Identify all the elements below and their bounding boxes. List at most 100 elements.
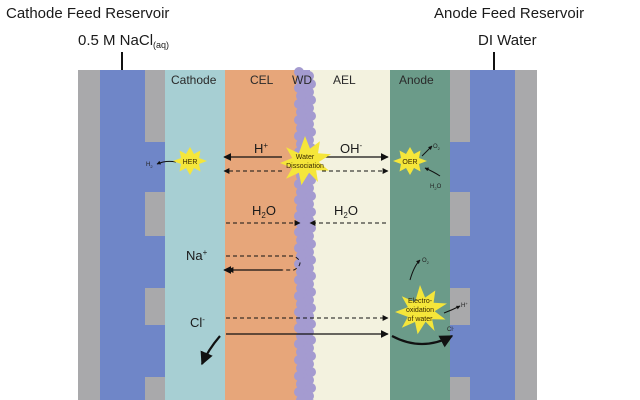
wd-catalyst-bead	[304, 71, 314, 81]
wd-catalyst-bead	[294, 371, 304, 381]
cl-minus-exit-arrow	[200, 335, 221, 366]
wd-catalyst-bead	[294, 227, 304, 237]
layer-label-wd: WD	[292, 73, 312, 87]
wd-catalyst-bead	[306, 239, 316, 249]
layer-label-anode: Anode	[399, 73, 434, 87]
electro-oxidation-label-line3: of water	[408, 316, 434, 323]
wd-catalyst-bead	[294, 211, 304, 221]
wd-catalyst-bead	[304, 375, 314, 385]
layer-label-cel: CEL	[250, 73, 274, 87]
wd-catalyst-bead	[306, 319, 316, 329]
wd-catalyst-bead	[296, 75, 306, 85]
left-end-plate	[78, 70, 100, 400]
layer-label-cathode: Cathode	[171, 73, 217, 87]
anode-reservoir-feed: DI Water	[478, 32, 537, 49]
h-plus-electro-oxidation-arrow	[443, 305, 461, 314]
wd-catalyst-bead	[296, 235, 306, 245]
her-star	[173, 147, 207, 175]
wd-catalyst-bead	[294, 387, 304, 397]
o2-electro-oxidation-arrow	[409, 259, 421, 281]
wd-catalyst-bead	[296, 379, 306, 389]
wd-catalyst-bead	[304, 343, 314, 353]
wd-catalyst-bead	[304, 87, 314, 97]
cathode-reservoir-title: Cathode Feed Reservoir	[6, 5, 169, 22]
wd-catalyst-bead	[294, 275, 304, 285]
wd-catalyst-bead	[294, 291, 304, 301]
wd-catalyst-bead	[306, 175, 316, 185]
h-plus-ox-label: H+	[461, 301, 468, 309]
wd-catalyst-bead	[294, 307, 304, 317]
oer-star	[393, 147, 427, 175]
o2-from-oer-arrow	[421, 145, 433, 157]
wd-catalyst-bead	[294, 67, 304, 77]
wd-catalyst-bead	[296, 187, 306, 197]
water-dissociation-label-line1: Water	[296, 154, 315, 161]
wd-catalyst-bead	[306, 383, 316, 393]
o2-oer-label: O2	[433, 144, 441, 151]
wd-catalyst-bead	[306, 255, 316, 265]
h2o-cel-label: H2O	[252, 203, 276, 220]
wd-catalyst-bead	[306, 351, 316, 361]
electro-oxidation-label-line1: Electro-	[408, 298, 433, 305]
wd-catalyst-bead	[304, 199, 314, 209]
cathode-reservoir-concentration: 0.5 M NaCl(aq)	[78, 32, 169, 50]
oh-minus-label: OH-	[340, 141, 363, 156]
wd-catalyst-bead	[306, 367, 316, 377]
wd-catalyst-bead	[294, 339, 304, 349]
water-dissociation-star	[280, 136, 331, 186]
cathode-flow-tab-2	[145, 236, 165, 288]
wd-catalyst-bead	[294, 115, 304, 125]
na-plus-crossover-dashed-arrow	[226, 255, 301, 273]
cel-layer	[225, 70, 300, 400]
wd-catalyst-bead	[306, 95, 316, 105]
h2o-to-oer-arrow	[424, 167, 441, 177]
right-end-plate	[515, 70, 537, 400]
na-plus-label: Na+	[186, 248, 208, 263]
wd-catalyst-bead	[304, 263, 314, 273]
cathode-flow-tab-3	[145, 325, 165, 377]
wd-catalyst-bead	[306, 303, 316, 313]
wd-catalyst-bead	[294, 259, 304, 269]
wd-catalyst-bead	[304, 391, 314, 400]
oer-label: OER	[402, 159, 417, 166]
wd-catalyst-bead	[304, 231, 314, 241]
wd-catalyst-bead	[296, 123, 306, 133]
h-plus-label: H+	[254, 141, 268, 156]
wd-catalyst-bead	[306, 127, 316, 137]
cathode-flow-tab-1	[145, 142, 165, 192]
electro-oxidation-star	[395, 285, 447, 335]
wd-catalyst-bead	[296, 91, 306, 101]
wd-catalyst-bead	[296, 347, 306, 357]
wd-catalyst-bead	[296, 203, 306, 213]
wd-catalyst-bead	[304, 295, 314, 305]
wd-catalyst-bead	[304, 247, 314, 257]
wd-catalyst-bead	[296, 107, 306, 117]
wd-catalyst-bead	[304, 103, 314, 113]
anode-layer	[390, 70, 450, 400]
ael-layer	[310, 70, 390, 400]
wd-catalyst-bead	[306, 335, 316, 345]
anode-reservoir-title: Anode Feed Reservoir	[434, 5, 584, 22]
wd-catalyst-bead	[294, 323, 304, 333]
cl-ox-label: Cl-	[447, 325, 455, 333]
anode-flow-channel	[470, 70, 515, 400]
wd-catalyst-bead	[296, 283, 306, 293]
cl-anode-exit-arrow	[391, 335, 454, 348]
h2-product-label: H2	[146, 162, 153, 169]
wd-catalyst-bead	[294, 243, 304, 253]
wd-catalyst-bead	[294, 355, 304, 365]
wd-catalyst-bead	[306, 207, 316, 217]
wd-catalyst-bead	[294, 83, 304, 93]
wd-catalyst-bead	[296, 251, 306, 261]
wd-catalyst-bead	[304, 279, 314, 289]
wd-catalyst-bead	[294, 99, 304, 109]
wd-catalyst-bead	[294, 195, 304, 205]
layer-label-ael: AEL	[333, 73, 356, 87]
her-label: HER	[183, 159, 198, 166]
anode-flow-tab-3	[450, 325, 470, 377]
wd-catalyst-bead	[304, 359, 314, 369]
wd-catalyst-bead	[296, 267, 306, 277]
water-dissociation-label-line2: Dissociation	[286, 163, 324, 170]
cl-minus-label: Cl-	[190, 315, 205, 330]
